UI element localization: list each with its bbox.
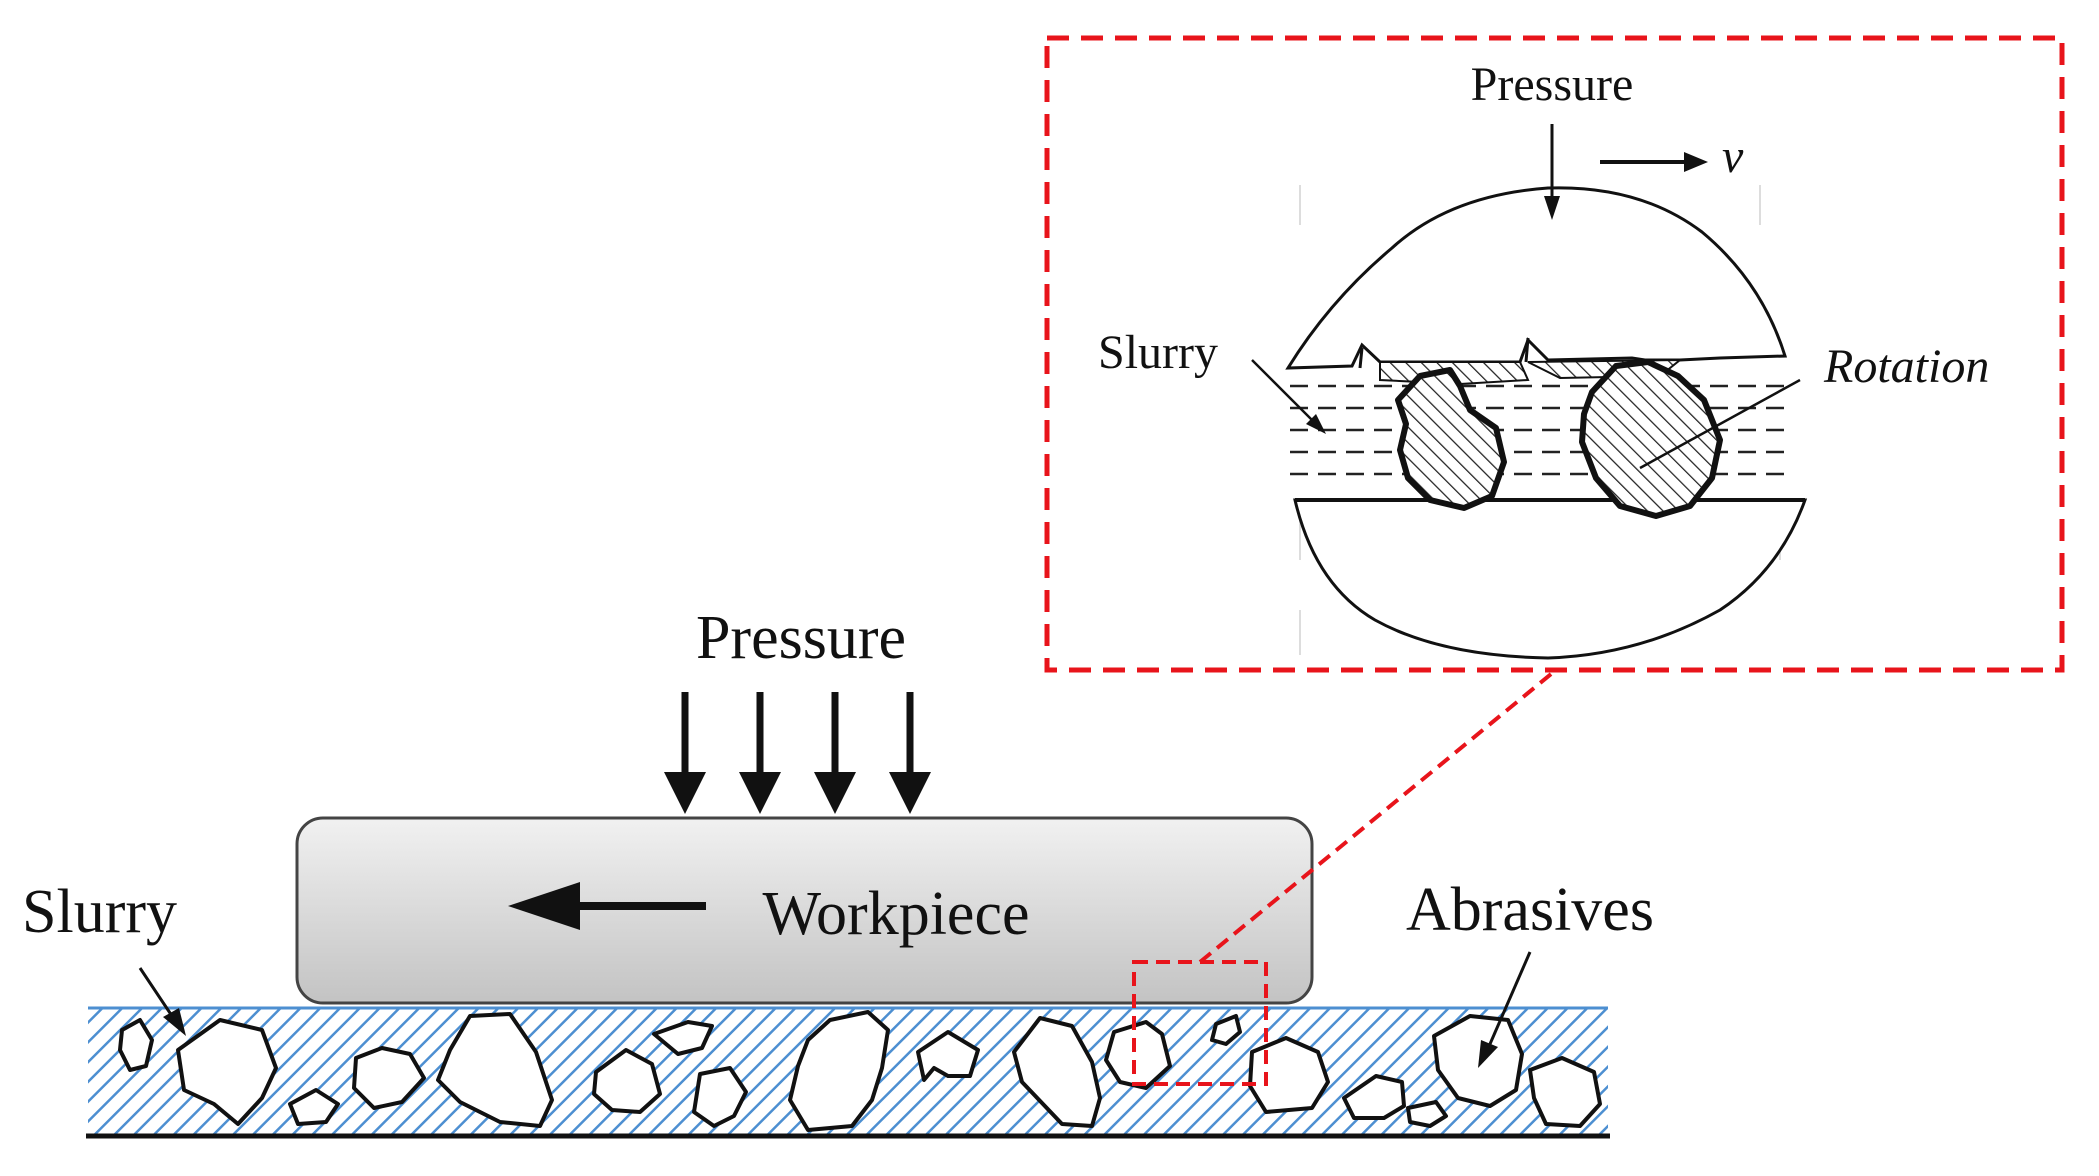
inset-pad (1293, 498, 1808, 660)
abrasives-leader-arrow (1478, 951, 1532, 1068)
workpiece-block (295, 816, 1314, 1005)
rotation-label: Rotation (1823, 340, 1989, 393)
abrasives-label: Abrasives (1406, 876, 1654, 944)
abrasive-particle (1012, 1016, 1102, 1128)
abrasive-particle (436, 1012, 554, 1128)
abrasive-particle (1406, 1100, 1448, 1128)
abrasive-particle (1210, 1014, 1242, 1046)
abrasive-particle (1104, 1020, 1172, 1090)
abrasive-particle (352, 1046, 426, 1110)
inset-workpiece (1285, 186, 1788, 370)
slurry-label: Slurry (22, 878, 177, 946)
inset-sketch (1285, 185, 1808, 660)
abrasive-particle (1248, 1036, 1330, 1114)
abrasive-particle (1528, 1056, 1602, 1128)
inset-background-ghost (1299, 185, 1781, 655)
abrasive-particle (288, 1088, 340, 1126)
abrasive-particle (788, 1010, 890, 1132)
rotation-leader (1639, 378, 1801, 470)
inset-pressure-arrow (1544, 124, 1560, 220)
workpiece-motion-arrowhead (508, 882, 580, 930)
abrasive-particle (692, 1066, 748, 1128)
abrasive-particle (1432, 1014, 1524, 1108)
abrasive-particles (118, 1010, 1602, 1132)
inset-abrasive-left (1395, 367, 1507, 511)
abrasive-particle (592, 1048, 662, 1114)
pressure-label: Pressure (696, 604, 906, 672)
pressure-arrows (664, 692, 931, 814)
abrasive-particle (652, 1020, 714, 1056)
slurry-leader-arrow (138, 967, 186, 1036)
workpiece-label: Workpiece (763, 880, 1030, 948)
abrasive-particle (176, 1018, 278, 1126)
velocity-arrow (1600, 152, 1708, 172)
workpiece: Workpiece (295, 816, 1314, 1005)
velocity-label: v (1722, 130, 1744, 183)
inset-abrasive-right (1579, 359, 1723, 519)
inset-slurry-leader (1251, 359, 1326, 434)
abrasive-particle (916, 1030, 980, 1082)
inset-slurry-label: Slurry (1098, 326, 1218, 379)
inset-pressure-label: Pressure (1471, 58, 1634, 111)
abrasive-particle (118, 1018, 154, 1072)
zoom-connector-line (1198, 668, 1558, 964)
abrasive-particle (1342, 1074, 1406, 1120)
